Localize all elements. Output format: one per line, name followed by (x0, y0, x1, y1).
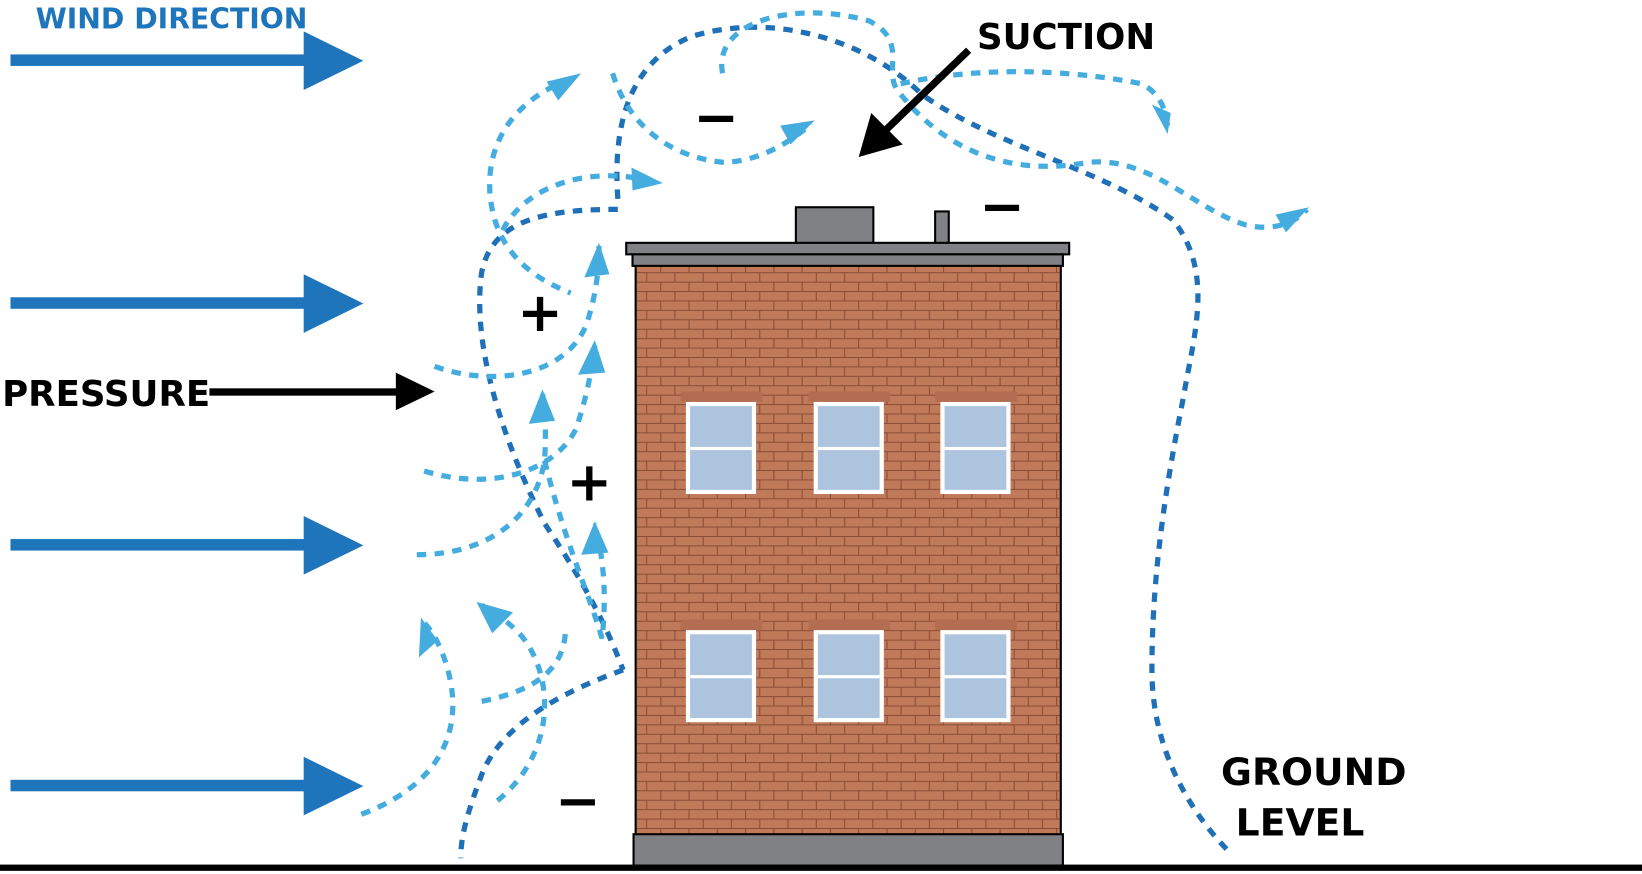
ground-level-label-line1: GROUND (1221, 750, 1406, 794)
pressure-label: PRESSURE (2, 374, 210, 415)
window (680, 619, 763, 723)
window (935, 391, 1017, 495)
ground-level-label-line2: LEVEL (1236, 800, 1365, 844)
airflow-arrowheads (418, 73, 1309, 658)
window (808, 619, 891, 723)
rooftop-unit (794, 206, 875, 245)
positive-pressure-sign: + (517, 280, 563, 344)
window (680, 391, 763, 495)
ground-line (0, 864, 1642, 871)
brick-facade (634, 263, 1062, 837)
positive-pressure-sign: + (567, 449, 613, 513)
building (625, 206, 1071, 867)
wind-arrow (10, 274, 364, 333)
wind-arrow (10, 756, 364, 816)
wind-direction-label: WIND DIRECTION (36, 2, 308, 35)
wind-arrow (10, 516, 364, 575)
airflow-dark-lines (458, 24, 1233, 859)
roof-cornice (625, 241, 1071, 256)
suction-arrow (858, 47, 972, 158)
negative-pressure-sign: − (555, 769, 601, 833)
pressure-arrow (209, 372, 435, 411)
building-base (632, 833, 1064, 867)
window (808, 391, 891, 495)
wind-arrow (10, 31, 364, 91)
window (935, 619, 1017, 723)
negative-pressure-sign: − (693, 85, 739, 149)
suction-label: SUCTION (977, 17, 1155, 58)
roof-fascia (631, 253, 1064, 267)
negative-pressure-sign: − (979, 174, 1025, 238)
windows (680, 391, 1017, 723)
wind-arrows (10, 31, 364, 816)
rooftop-vent (934, 210, 950, 245)
